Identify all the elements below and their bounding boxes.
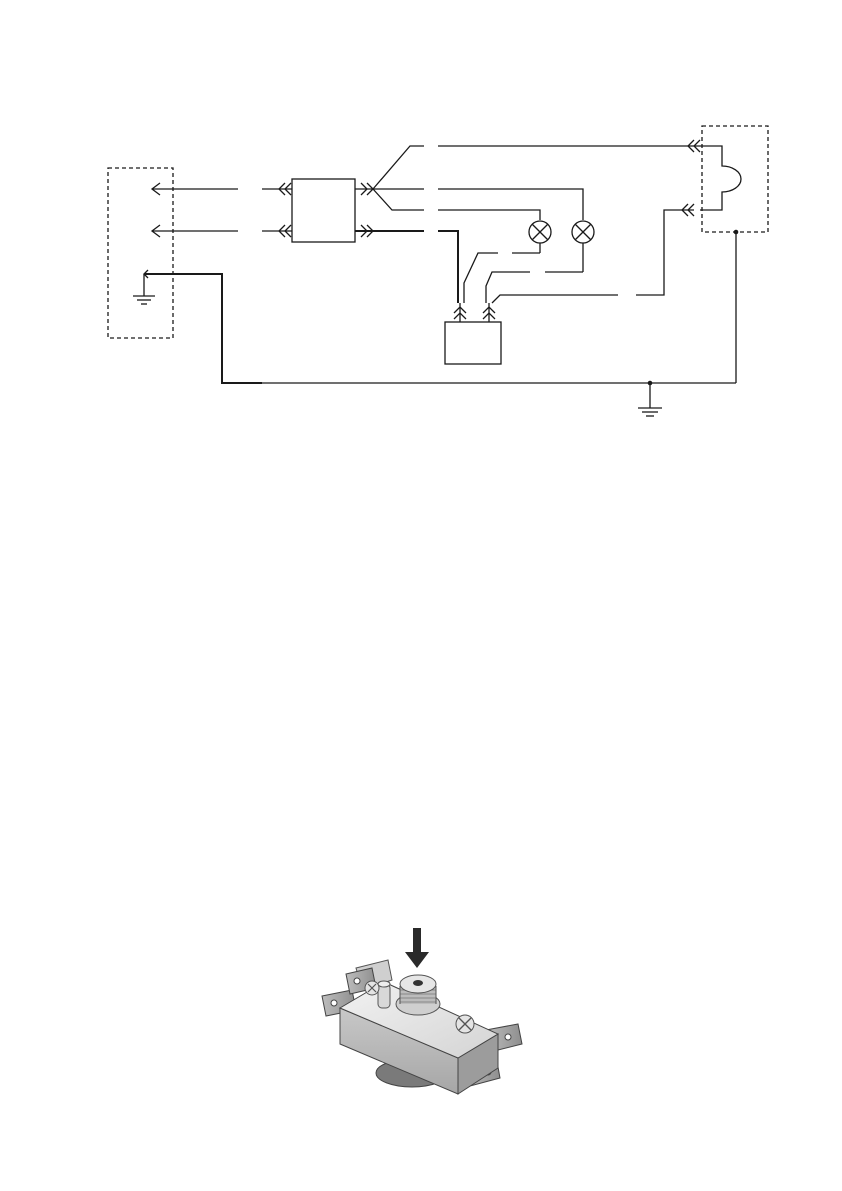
indicator-lamp [572,221,594,243]
press-arrow [405,928,429,968]
wiring-diagram [0,0,842,460]
mains-line-n [152,225,238,237]
mains-ground-symbol [133,270,155,304]
oven-lamp [529,221,551,243]
chassis-ground [638,383,662,416]
mains-line-l [152,183,238,195]
timer-motor [445,322,501,364]
reset-button [400,975,436,993]
thermal-cutout [702,126,768,232]
filter-unit [292,179,355,242]
mains-connector [108,168,173,338]
